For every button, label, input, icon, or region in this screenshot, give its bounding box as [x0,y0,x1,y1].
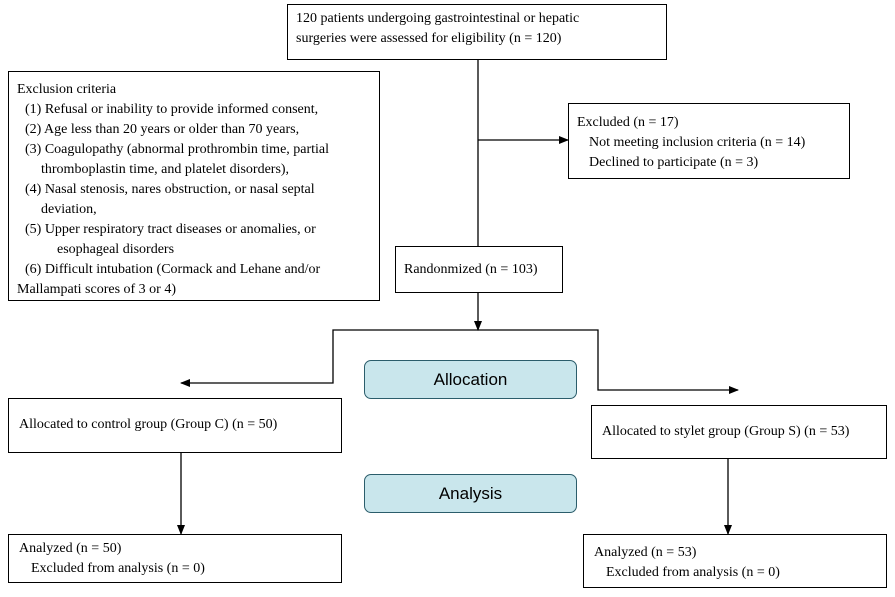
exclusion-criteria-box: Exclusion criteria (1) Refusal or inabil… [8,71,380,301]
assessed-line-1: 120 patients undergoing gastrointestinal… [296,11,580,26]
stylet-allocated-box: Allocated to stylet group (Group S) (n =… [591,405,887,459]
exclusion-item-1: (1) Refusal or inability to provide info… [25,102,319,117]
stylet-excluded-from-analysis: Excluded from analysis (n = 0) [606,565,780,580]
exclusion-item-3: (3) Coagulopathy (abnormal prothrombin t… [25,142,330,177]
excluded-reason-1: Not meeting inclusion criteria (n = 14) [589,135,806,150]
excluded-title: Excluded (n = 17) [577,115,679,130]
connector-to-control [180,329,478,387]
connector-to-stylet [478,329,739,394]
assessed-box: 120 patients undergoing gastrointestinal… [287,4,667,60]
control-allocated-label: Allocated to control group (Group C) (n … [19,417,278,432]
allocation-stage-label: Allocation [364,360,577,399]
control-analyzed-box: Analyzed (n = 50) Excluded from analysis… [8,534,342,583]
exclusion-item-6: (6) Difficult intubation (Cormack and Le… [17,262,321,297]
stylet-analyzed-box: Analyzed (n = 53) Excluded from analysis… [583,534,887,588]
excluded-box: Excluded (n = 17) Not meeting inclusion … [568,103,850,179]
stylet-allocated-label: Allocated to stylet group (Group S) (n =… [602,424,850,439]
exclusion-criteria-title: Exclusion criteria [17,82,117,97]
randomized-label: Randonmized (n = 103) [404,262,538,277]
exclusion-item-5: (5) Upper respiratory tract diseases or … [25,222,316,257]
stylet-analyzed-label: Analyzed (n = 53) [594,545,697,560]
randomized-box: Randonmized (n = 103) [395,246,563,293]
exclusion-item-4: (4) Nasal stenosis, nares obstruction, o… [25,182,315,217]
exclusion-item-2: (2) Age less than 20 years or older than… [25,122,300,137]
excluded-reason-2: Declined to participate (n = 3) [589,155,759,170]
control-allocated-box: Allocated to control group (Group C) (n … [8,398,342,453]
analysis-stage-label: Analysis [364,474,577,513]
control-excluded-from-analysis: Excluded from analysis (n = 0) [31,561,205,576]
control-analyzed-label: Analyzed (n = 50) [19,541,122,556]
assessed-line-2: surgeries were assessed for eligibility … [296,31,562,46]
